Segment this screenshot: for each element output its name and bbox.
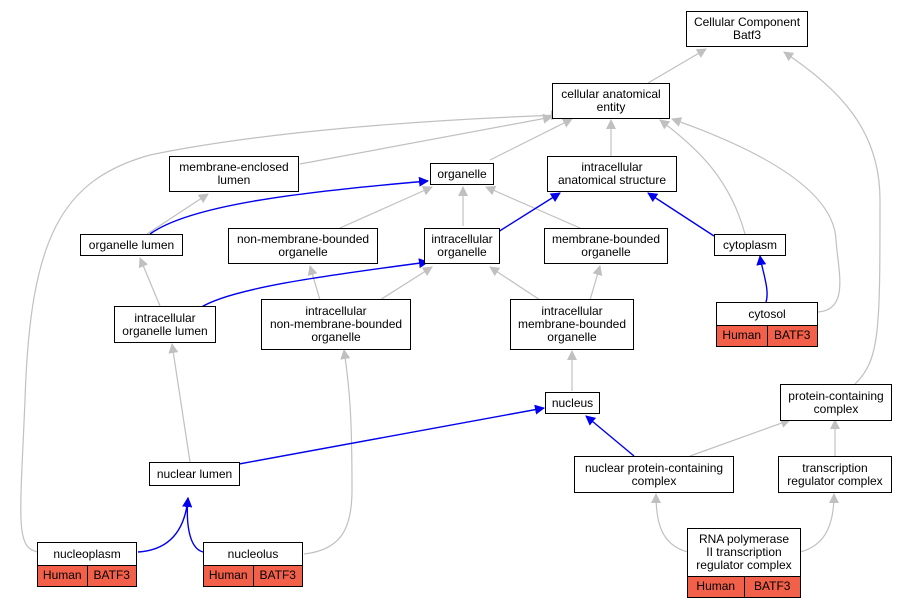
node-cytosol[interactable]: cytosol [716, 302, 818, 326]
node-label: intracellular membrane-bounded organelle [517, 304, 627, 344]
species-label: Human [696, 579, 736, 593]
annotation-nucleolus: Human BATF3 [203, 566, 303, 587]
gene-label: BATF3 [252, 566, 303, 586]
edge-cytosol-cae [671, 117, 841, 313]
node-protein-containing-complex[interactable]: protein-containing complex [780, 384, 892, 421]
edge-inmbo-io [379, 266, 433, 301]
node-label: transcription regulator complex [787, 460, 883, 488]
node-nuclear-lumen[interactable]: nuclear lumen [149, 462, 240, 486]
edge-cytosol-cyto [756, 255, 768, 303]
edge-cae-root [647, 48, 707, 84]
node-label: organelle lumen [88, 237, 175, 252]
edge-mbo-org [485, 186, 581, 229]
node-label: nucleus [551, 395, 594, 410]
node-label: intracellular organelle lumen [122, 310, 208, 338]
node-label: nucleolus [227, 546, 279, 561]
node-label: non-membrane-bounded organelle [236, 232, 370, 259]
node-nucleolus[interactable]: nucleolus [203, 542, 303, 566]
edge-rna-trc [799, 493, 839, 553]
gene-label: BATF3 [743, 577, 801, 597]
node-label: cellular anatomical entity [561, 87, 661, 114]
node-label: Cellular Component Batf3 [693, 15, 801, 42]
node-nucleoplasm[interactable]: nucleoplasm [37, 542, 137, 566]
node-intracellular-anatomical-structure[interactable]: intracellular anatomical structure [547, 156, 677, 192]
node-label: cytoplasm [722, 237, 778, 252]
node-label: intracellular anatomical structure [557, 160, 667, 187]
edge-iol-ol [138, 257, 161, 307]
node-label: membrane-bounded organelle [551, 232, 661, 259]
node-label: nucleoplasm [53, 546, 121, 561]
annotation-cytosol: Human BATF3 [716, 326, 818, 347]
node-label: nuclear protein-containing complex [584, 460, 724, 488]
node-label: organelle [437, 166, 487, 181]
edge-ol-mel [146, 193, 209, 235]
edge-nucleolus-nl [182, 497, 204, 553]
edge-inmbo-nmbo [307, 265, 321, 301]
edge-org-cae [489, 118, 573, 161]
edge-cyto-cae [659, 119, 746, 235]
species-label: Human [722, 328, 762, 342]
edge-mel-cae [299, 113, 553, 165]
edge-npc-pcc [689, 418, 791, 457]
node-organelle-lumen[interactable]: organelle lumen [80, 234, 183, 256]
node-cellular-anatomical-entity[interactable]: cellular anatomical entity [552, 83, 670, 119]
node-membrane-bounded-organelle[interactable]: membrane-bounded organelle [544, 228, 668, 264]
edge-rna-npc [651, 493, 689, 553]
node-label: RNA polymerase II transcription regulato… [696, 532, 792, 572]
edge-imbo-mbo [589, 265, 603, 301]
node-nucleus[interactable]: nucleus [545, 392, 600, 414]
node-non-membrane-bounded-organelle[interactable]: non-membrane-bounded organelle [228, 228, 378, 264]
edge-ol-org [149, 176, 429, 235]
node-intracellular-non-membrane-bounded-organelle[interactable]: intracellular non-membrane-bounded organ… [261, 299, 411, 350]
node-label: protein-containing complex [788, 388, 884, 416]
node-nuclear-protein-containing-complex[interactable]: nuclear protein-containing complex [574, 456, 734, 493]
annotation-nucleoplasm: Human BATF3 [37, 566, 137, 587]
edge-np-nl [137, 497, 193, 553]
node-label: nuclear lumen [156, 466, 233, 481]
edge-imbo-io [489, 266, 541, 301]
node-label: membrane-enclosed lumen [179, 160, 289, 187]
node-cellular-component-root[interactable]: Cellular Component Batf3 [686, 11, 808, 47]
node-cytoplasm[interactable]: cytoplasm [714, 234, 786, 256]
edge-nmbo-org [339, 186, 433, 229]
node-membrane-enclosed-lumen[interactable]: membrane-enclosed lumen [169, 156, 299, 192]
species-label: Human [42, 568, 82, 582]
edge-np-cae [20, 110, 561, 553]
edge-io-ias [497, 192, 561, 233]
node-intracellular-organelle[interactable]: intracellular organelle [424, 228, 500, 264]
node-intracellular-organelle-lumen[interactable]: intracellular organelle lumen [114, 306, 216, 343]
gene-label: BATF3 [766, 326, 818, 346]
node-intracellular-membrane-bounded-organelle[interactable]: intracellular membrane-bounded organelle [510, 299, 634, 350]
node-label: intracellular organelle [431, 232, 493, 259]
edge-nucleolus-inmbo [303, 349, 353, 555]
species-label: Human [208, 568, 248, 582]
node-label: intracellular non-membrane-bounded organ… [269, 304, 403, 344]
edge-cyto-ias [647, 192, 715, 237]
edge-iol-io [199, 258, 429, 309]
edge-nl-nuc [238, 404, 545, 465]
node-label: cytosol [748, 306, 786, 321]
node-transcription-regulator-complex[interactable]: transcription regulator complex [778, 456, 892, 493]
gene-label: BATF3 [86, 566, 137, 586]
edge-pcc-root [783, 51, 881, 385]
edge-npc-nuc [585, 415, 635, 457]
node-rna-polymerase-ii-transcription-regulator-complex[interactable]: RNA polymerase II transcription regulato… [687, 528, 801, 577]
edge-nl-iol [168, 343, 191, 463]
node-organelle[interactable]: organelle [430, 163, 494, 185]
annotation-rna-polymerase-complex: Human BATF3 [687, 577, 801, 598]
